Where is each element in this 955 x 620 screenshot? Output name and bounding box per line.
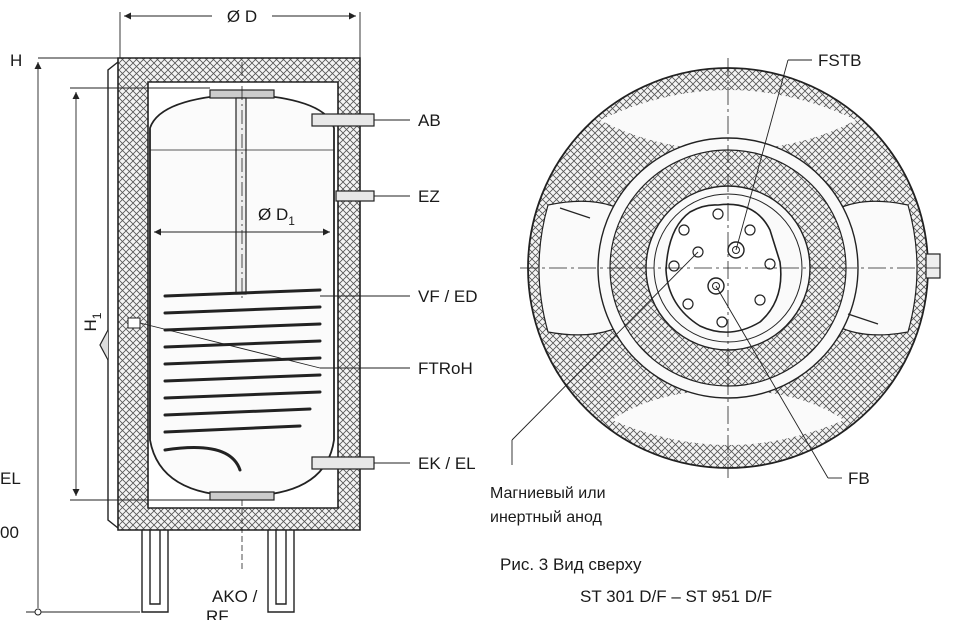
label-ako-line1: AKO / [212,587,258,606]
caption-title: Рис. 3 Вид сверху [500,555,642,574]
insulation-jacket [117,57,361,531]
top-leaders [511,59,842,479]
heating-coil [163,288,322,472]
cover-bump [99,329,109,361]
top-view: FSTB FB Магниевый или инертный анод [490,51,941,526]
side-view: Ø D Ø D1 H H1 EL 00 AB EZ VF / ED FT [0,7,478,620]
bottom-flange [209,491,275,501]
label-ftroh: FTRoH [418,359,473,378]
label-ab: AB [418,111,441,130]
label-ek-el: EK / EL [418,454,476,473]
label-ez: EZ [418,187,440,206]
legs [141,530,295,613]
dim-inner-height: H1 [81,312,104,331]
anode-rod [235,97,247,295]
side-cover [107,61,119,529]
dim-outer-diameter: Ø D [227,7,257,26]
label-ako-line2: RF [206,607,229,620]
label-anode-line2: инертный анод [490,509,603,526]
label-anode-line1: Магниевый или [490,485,606,502]
label-fstb: FSTB [818,51,861,70]
left-label-00: 00 [0,523,19,542]
sensor-tube [127,317,141,329]
label-vf-ed: VF / ED [418,287,478,306]
leader-lines [139,119,410,464]
label-fb: FB [848,469,870,488]
dim-height: H [10,51,22,70]
nozzles [311,113,375,470]
dim-inner-diameter: Ø D1 [258,205,295,228]
side-nozzle [925,253,941,279]
caption-models: ST 301 D/F – ST 951 D/F [580,587,772,606]
left-label-el: EL [0,469,21,488]
flange-bolts [668,208,776,328]
